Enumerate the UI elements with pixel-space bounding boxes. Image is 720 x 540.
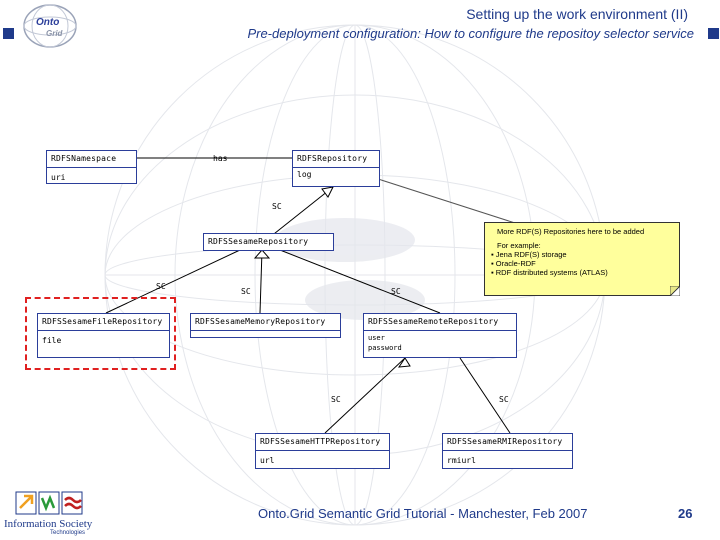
corner-square-left xyxy=(3,28,14,39)
ist-sublabel: Technologies xyxy=(50,530,86,536)
highlight-box xyxy=(25,297,176,370)
class-rdfssesamefilerepository[interactable]: RDFSSesameFileRepository file xyxy=(37,313,170,358)
note-connector xyxy=(374,177,516,224)
note-intro: For example: xyxy=(497,241,541,250)
edge-label-sc-http: SC xyxy=(331,395,341,404)
class-name: RDFSSesameRepository xyxy=(208,237,309,246)
edge-label-sc-memory: SC xyxy=(241,287,251,296)
class-rdfssesamememoryrepository[interactable]: RDFSSesameMemoryRepository xyxy=(190,313,341,338)
class-attributes: url xyxy=(260,456,275,465)
edge-label-sc-repo: SC xyxy=(272,202,282,211)
class-rdfssesamerepository[interactable]: RDFSSesameRepository xyxy=(203,233,334,251)
class-name: RDFSNamespace xyxy=(47,151,136,168)
class-attributes: uri xyxy=(51,173,66,182)
class-name: RDFSSesameHTTPRepository xyxy=(256,434,389,451)
arrowhead-sesame-repo xyxy=(321,186,334,198)
note-more-repositories: More RDF(S) Repositories here to be adde… xyxy=(484,222,680,296)
edge-sc-memory-sesame xyxy=(259,249,263,314)
class-rdfssesamehttprepository[interactable]: RDFSSesameHTTPRepository url xyxy=(255,433,390,469)
edge-label-sc-rmi: SC xyxy=(499,395,509,404)
page-number: 26 xyxy=(678,506,693,521)
arrowhead-sesame xyxy=(253,249,271,259)
arrowhead-remote xyxy=(398,357,411,368)
edge-label-sc-file: SC xyxy=(156,282,166,291)
corner-square-right xyxy=(708,28,719,39)
class-name: RDFSSesameFileRepository xyxy=(38,314,169,331)
class-name: RDFSSesameRMIRepository xyxy=(443,434,572,451)
ist-label: Information Society xyxy=(4,518,93,530)
edge-label-sc-remote: SC xyxy=(391,287,401,296)
note-fold-corner xyxy=(670,286,680,296)
class-attributes: file xyxy=(42,336,62,345)
class-attributes: rmiurl xyxy=(447,456,476,465)
note-heading: More RDF(S) Repositories here to be adde… xyxy=(497,227,645,236)
logo-text-onto: Onto xyxy=(36,17,59,28)
note-item: ▪ Oracle-RDF xyxy=(491,259,536,268)
edge-sc-file-sesame xyxy=(105,249,241,314)
class-name: RDFSRepository xyxy=(293,151,379,168)
edge-sc-http-remote xyxy=(324,357,406,434)
footer-text: Onto.Grid Semantic Grid Tutorial - Manch… xyxy=(258,506,588,521)
class-name: RDFSSesameRemoteRepository xyxy=(364,314,516,331)
class-attributes: user password xyxy=(368,334,402,352)
edge-sc-rmi-remote xyxy=(459,357,511,434)
class-name: RDFSSesameMemoryRepository xyxy=(191,314,340,331)
slide-title: Setting up the work environment (II) xyxy=(466,6,688,22)
note-item: ▪ Jena RDF(S) storage xyxy=(491,250,567,259)
class-rdfsnamespace[interactable]: RDFSNamespace uri xyxy=(46,150,137,184)
edge-sc-remote-sesame xyxy=(279,249,441,314)
class-attributes: log xyxy=(297,170,312,179)
ist-logo xyxy=(15,491,83,515)
note-item: ▪ RDF distributed systems (ATLAS) xyxy=(491,268,608,277)
edge-label-has: has xyxy=(213,154,228,163)
slide-subtitle: Pre-deployment configuration: How to con… xyxy=(247,26,694,41)
logo-text-grid: Grid xyxy=(46,29,64,38)
ontogrid-logo: Onto Grid xyxy=(23,4,77,48)
class-rdfssesamermirepository[interactable]: RDFSSesameRMIRepository rmiurl xyxy=(442,433,573,469)
class-rdfsrepository[interactable]: RDFSRepository log xyxy=(292,150,380,187)
class-rdfssesameremoterepository[interactable]: RDFSSesameRemoteRepository user password xyxy=(363,313,517,358)
